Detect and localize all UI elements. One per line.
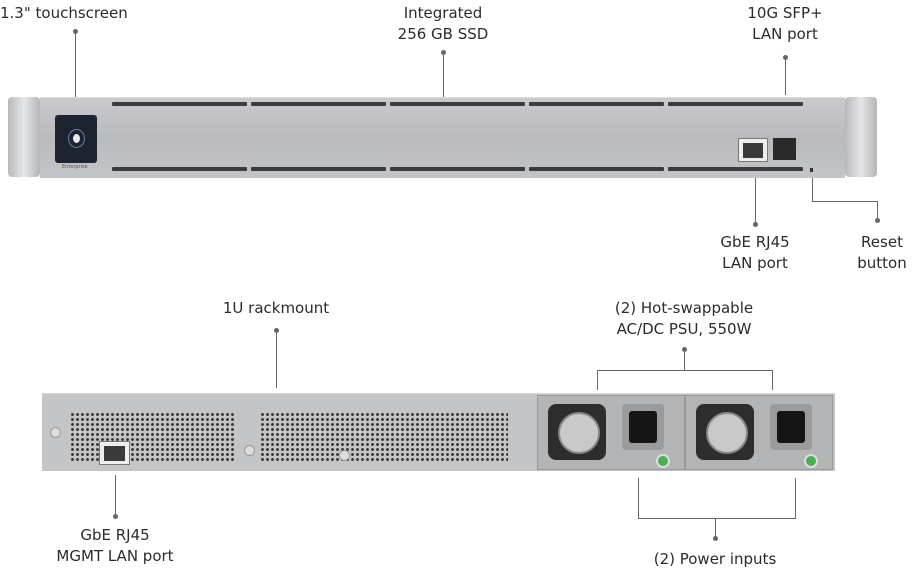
label-touchscreen: 1.3" touchscreen: [0, 4, 128, 22]
label-ssd: Integrated 256 GB SSD: [383, 3, 503, 45]
leader-line-rj45: [755, 178, 756, 224]
psu-1[interactable]: [537, 395, 685, 470]
leader-dot: [713, 536, 718, 541]
touchscreen[interactable]: [55, 115, 97, 163]
touchscreen-logo-icon: [68, 129, 85, 148]
leader-line-ssd: [443, 52, 444, 97]
screw-icon: [339, 450, 350, 461]
label-mgmt-line2: MGMT LAN port: [56, 547, 174, 565]
label-psu-line2: AC/DC PSU, 550W: [616, 320, 752, 338]
vent-slot: [112, 167, 247, 171]
label-reset-line2: button: [857, 254, 907, 272]
leader-line-touchscreen: [75, 31, 76, 97]
mgmt-rj45-port-icon: [99, 441, 130, 465]
leader-line-reset: [812, 175, 813, 201]
label-rj45-line1: GbE RJ45: [720, 233, 790, 251]
label-ssd-line2: 256 GB SSD: [397, 25, 489, 43]
leader-line-rackmount: [276, 330, 277, 388]
label-power-inputs: (2) Power inputs: [653, 550, 777, 568]
vent-slot: [390, 167, 525, 171]
leader-line-psu-left: [597, 370, 598, 390]
psu-2[interactable]: [685, 395, 833, 470]
leader-line-power-h: [638, 518, 796, 519]
leader-line-psu-h: [597, 370, 773, 371]
front-panel: [40, 97, 845, 178]
rj45-port-icon: [738, 138, 768, 162]
power-inlet-icon: [622, 404, 664, 450]
vent-slot: [529, 167, 664, 171]
fan-icon: [696, 404, 754, 460]
label-sfp-line2: LAN port: [752, 25, 818, 43]
rack-ear-left: [8, 97, 40, 177]
vent-perforation: [70, 412, 236, 462]
leader-line-psu: [684, 349, 685, 370]
vent-slot: [668, 102, 803, 106]
leader-line-power-right: [795, 478, 796, 518]
leader-dot: [753, 222, 758, 227]
screw-icon: [244, 445, 255, 456]
vent-slot: [529, 102, 664, 106]
vent-slot: [668, 167, 803, 171]
label-psu-line1: (2) Hot-swappable: [614, 299, 754, 317]
psu-led-icon: [804, 454, 818, 468]
label-rackmount: 1U rackmount: [222, 299, 330, 317]
vent-slot: [112, 102, 247, 106]
leader-line-reset-v: [877, 201, 878, 219]
screw-icon: [50, 427, 61, 438]
vent-slot: [390, 102, 525, 106]
leader-line-psu-right: [772, 370, 773, 390]
psu-led-icon: [656, 454, 670, 468]
label-sfp: 10G SFP+ LAN port: [735, 3, 835, 45]
label-reset-line1: Reset: [861, 233, 903, 251]
leader-line-mgmt: [115, 475, 116, 515]
power-inlet-icon: [770, 404, 812, 450]
label-rj45-line2: LAN port: [722, 254, 788, 272]
leader-line-power: [715, 518, 716, 538]
rack-ear-right: [845, 97, 877, 177]
leader-line-power-left: [638, 478, 639, 518]
leader-line-sfp: [785, 57, 786, 95]
leader-dot: [113, 514, 118, 519]
sfp-port-icon: [773, 138, 796, 160]
label-reset: Reset button: [850, 232, 913, 274]
leader-dot: [875, 218, 880, 223]
screen-caption: Enterprise: [62, 164, 88, 170]
vent-slot: [251, 102, 386, 106]
label-ssd-line1: Integrated: [403, 4, 483, 22]
label-mgmt-line1: GbE RJ45: [80, 526, 150, 544]
leader-line-reset-h: [812, 201, 878, 202]
vent-slot: [251, 167, 386, 171]
reset-button[interactable]: [810, 168, 813, 172]
label-sfp-line1: 10G SFP+: [747, 4, 823, 22]
fan-icon: [548, 404, 606, 460]
vent-perforation: [260, 412, 508, 462]
